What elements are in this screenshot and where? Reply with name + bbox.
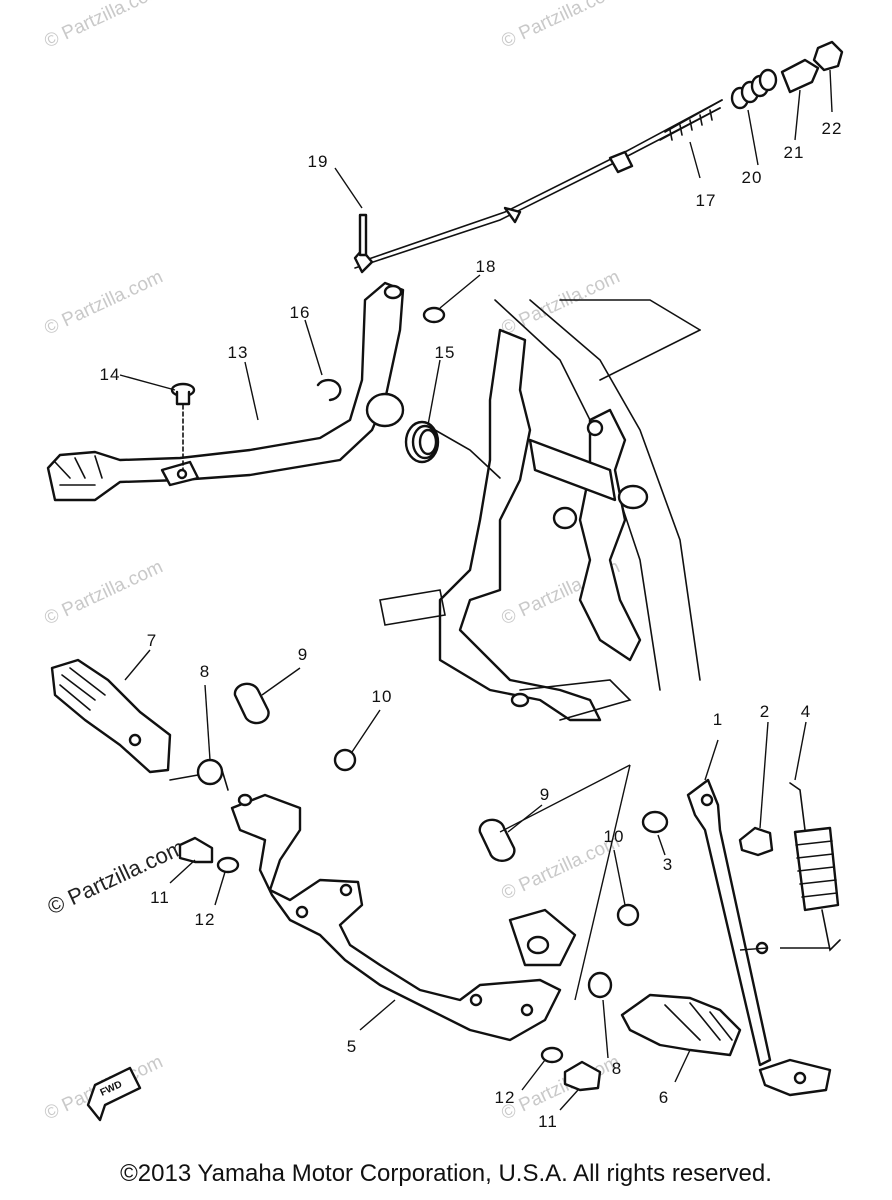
callout-7: 7	[147, 631, 157, 650]
copyright-notice: ©2013 Yamaha Motor Corporation, U.S.A. A…	[120, 1160, 772, 1187]
spring-8-right	[587, 971, 613, 999]
pin-9-right	[478, 818, 516, 863]
spring-4	[789, 782, 841, 952]
joint-21	[780, 58, 820, 94]
callout-20: 20	[742, 168, 763, 187]
washer-12-left	[216, 856, 240, 874]
washer-12-right	[540, 1046, 564, 1064]
callout-19: 19	[308, 152, 329, 171]
clip-16	[316, 378, 342, 402]
footrest-bracket	[230, 793, 577, 1042]
callout-15: 15	[435, 343, 456, 362]
spring-15	[404, 420, 501, 479]
bolt-2	[738, 826, 774, 857]
callout-5: 5	[347, 1037, 357, 1056]
callout-1: 1	[713, 710, 723, 729]
watermark: © Partzilla.com	[41, 0, 166, 53]
frame-illustration	[379, 299, 701, 722]
bolt-11-left	[178, 836, 214, 864]
callout-22: 22	[822, 119, 843, 138]
callout-11-left: 11	[150, 888, 170, 907]
side-stand	[686, 778, 832, 1097]
cotter-pin-19	[358, 213, 368, 257]
pin-9-left	[233, 682, 270, 725]
collar-10-left	[333, 748, 357, 772]
callout-4: 4	[801, 702, 811, 721]
callout-13: 13	[228, 343, 249, 362]
brake-pedal	[46, 281, 405, 502]
callout-9-right: 9	[540, 785, 550, 804]
washer-18	[422, 306, 446, 324]
callout-8-left: 8	[200, 662, 210, 681]
callout-18: 18	[476, 257, 497, 276]
callout-6: 6	[659, 1088, 669, 1107]
callout-12-right: 12	[495, 1088, 516, 1107]
callout-10-right: 10	[604, 827, 625, 846]
callout-12-left: 12	[195, 910, 216, 929]
collar-10-right	[616, 903, 640, 927]
callout-11-right: 11	[538, 1112, 558, 1131]
callout-14: 14	[100, 365, 121, 384]
spring-20	[730, 68, 778, 110]
footrest-right	[620, 993, 742, 1057]
spring-8-left-ends	[169, 769, 229, 791]
callout-3: 3	[663, 855, 673, 874]
spring-8-left	[196, 758, 224, 786]
watermark: © Partzilla.com	[498, 1051, 623, 1124]
callout-8-right: 8	[612, 1059, 622, 1078]
callout-17: 17	[696, 191, 717, 210]
nut-22	[812, 40, 844, 72]
watermark: © Partzilla.com	[498, 0, 623, 53]
callout-21: 21	[784, 143, 805, 162]
callout-2: 2	[760, 702, 770, 721]
fwd-arrow-icon: FWD	[86, 1066, 142, 1122]
pin-14	[170, 382, 196, 471]
footrest-left	[50, 658, 172, 774]
watermark: © Partzilla.com	[498, 266, 623, 339]
nut-3	[641, 810, 669, 834]
callout-16: 16	[290, 303, 311, 322]
bolt-11-right	[563, 1060, 602, 1092]
callout-9-left: 9	[298, 645, 308, 664]
watermark: © Partzilla.com	[41, 266, 166, 339]
callout-labels: 1 2 3 4 5 6 7 8 8 9 9 10 10 11 11 12 12 …	[100, 119, 843, 1131]
leader-lines	[119, 69, 833, 1111]
watermark: © Partzilla.com	[41, 556, 166, 629]
brake-rod	[353, 99, 723, 274]
callout-10-left: 10	[372, 687, 393, 706]
